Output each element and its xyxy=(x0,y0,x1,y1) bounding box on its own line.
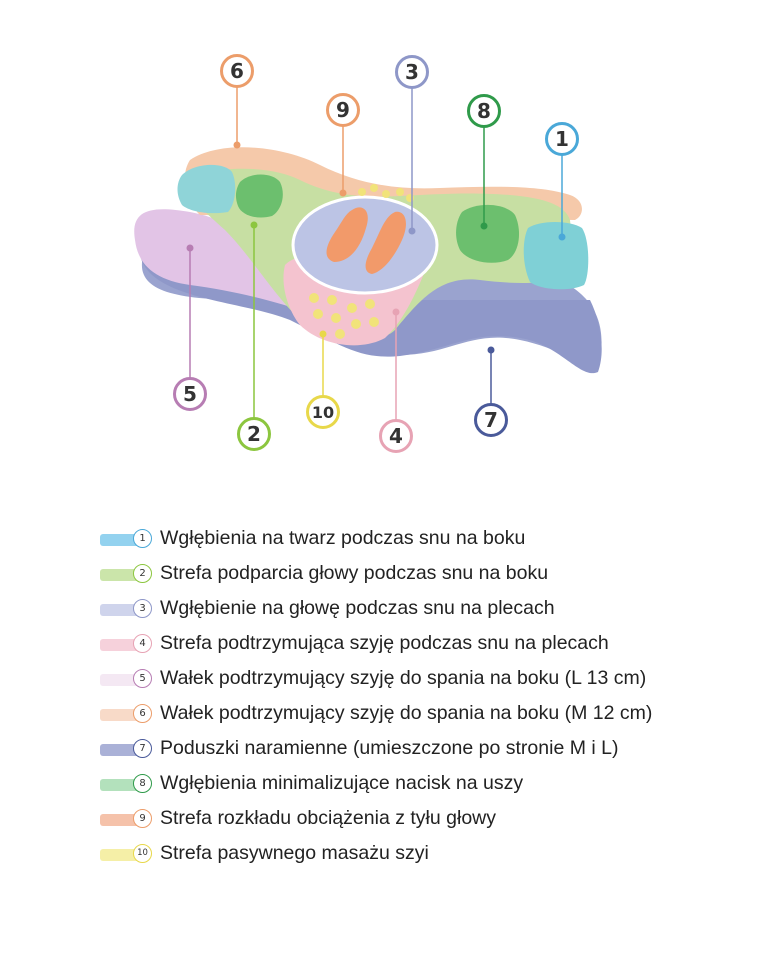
zone-10-massage-dots xyxy=(309,184,414,339)
legend-label-10: Strefa pasywnego masażu szyi xyxy=(160,842,429,864)
callout-5: 5 xyxy=(173,377,207,411)
legend-item-10: 10 Strefa pasywnego masażu szyi xyxy=(100,837,760,872)
legend-item-3: 3 Wgłębienie na głowę podczas snu na ple… xyxy=(100,592,760,627)
legend-number-6: 6 xyxy=(133,704,152,723)
legend-label-7: Poduszki naramienne (umieszczone po stro… xyxy=(160,737,619,759)
callout-dots xyxy=(186,141,566,354)
legend-item-2: 2 Strefa podparcia głowy podczas snu na … xyxy=(100,557,760,592)
legend-item-5: 5 Wałek podtrzymujący szyję do spania na… xyxy=(100,662,760,697)
callout-9-label: 9 xyxy=(336,98,350,122)
callout-9: 9 xyxy=(326,93,360,127)
legend-number-1: 1 xyxy=(133,529,152,548)
callout-7: 7 xyxy=(474,403,508,437)
legend-item-8: 8 Wgłębienia minimalizujące nacisk na us… xyxy=(100,767,760,802)
pillow-diagram: 1 2 3 4 5 6 7 8 9 10 xyxy=(134,54,602,453)
legend-number-4: 4 xyxy=(133,634,152,653)
callout-10: 10 xyxy=(306,395,340,429)
callout-2-label: 2 xyxy=(247,422,261,446)
legend-item-9: 9 Strefa rozkładu obciążenia z tyłu głow… xyxy=(100,802,760,837)
callout-4: 4 xyxy=(379,419,413,453)
callout-10-label: 10 xyxy=(312,403,334,422)
legend-number-3: 3 xyxy=(133,599,152,618)
legend-item-7: 7 Poduszki naramienne (umieszczone po st… xyxy=(100,732,760,767)
callout-6: 6 xyxy=(220,54,254,88)
zone-1-face-cavity xyxy=(523,222,589,290)
callout-3-label: 3 xyxy=(405,60,419,84)
legend-label-2: Strefa podparcia głowy podczas snu na bo… xyxy=(160,562,549,584)
legend-label-1: Wgłębienia na twarz podczas snu na boku xyxy=(160,527,526,549)
legend-number-8: 8 xyxy=(133,774,152,793)
legend-number-2: 2 xyxy=(133,564,152,583)
legend-label-6: Wałek podtrzymujący szyję do spania na b… xyxy=(160,702,653,724)
callout-4-label: 4 xyxy=(389,424,403,448)
pillow-illustration xyxy=(134,147,602,374)
legend-label-3: Wgłębienie na głowę podczas snu na pleca… xyxy=(160,597,555,619)
zone-9-load-right xyxy=(365,211,406,274)
legend-label-8: Wgłębienia minimalizujące nacisk na uszy xyxy=(160,772,524,794)
legend-number-10: 10 xyxy=(133,844,152,863)
callout-5-label: 5 xyxy=(183,382,197,406)
legend-number-5: 5 xyxy=(133,669,152,688)
legend-item-6: 6 Wałek podtrzymujący szyję do spania na… xyxy=(100,697,760,732)
callout-2: 2 xyxy=(237,417,271,451)
callout-lines xyxy=(189,87,563,420)
callout-8-label: 8 xyxy=(477,99,491,123)
zone-5-left-roll xyxy=(134,209,300,310)
legend-label-9: Strefa rozkładu obciążenia z tyłu głowy xyxy=(160,807,497,829)
legend: 1 Wgłębienia na twarz podczas snu na bok… xyxy=(100,522,760,872)
left-ear-recess xyxy=(235,174,283,218)
zone-8-ear-recess xyxy=(456,204,520,263)
legend-label-5: Wałek podtrzymujący szyję do spania na b… xyxy=(160,667,647,689)
callout-7-label: 7 xyxy=(484,408,498,432)
legend-item-1: 1 Wgłębienia na twarz podczas snu na bok… xyxy=(100,522,760,557)
legend-item-4: 4 Strefa podtrzymująca szyję podczas snu… xyxy=(100,627,760,662)
callout-badges: 1 2 3 4 5 6 7 8 9 10 xyxy=(173,54,579,453)
legend-number-7: 7 xyxy=(133,739,152,758)
callout-1-label: 1 xyxy=(555,127,569,151)
callout-6-label: 6 xyxy=(230,59,244,83)
legend-number-9: 9 xyxy=(133,809,152,828)
callout-8: 8 xyxy=(467,94,501,128)
zone-9-load-left xyxy=(326,207,368,262)
legend-label-4: Strefa podtrzymująca szyję podczas snu n… xyxy=(160,632,609,654)
callout-3: 3 xyxy=(395,55,429,89)
callout-1: 1 xyxy=(545,122,579,156)
left-face-cavity xyxy=(177,164,236,214)
